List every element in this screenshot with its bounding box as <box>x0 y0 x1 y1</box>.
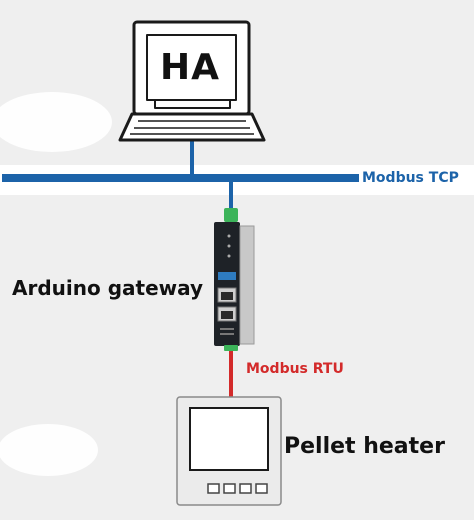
keyboard <box>118 112 266 142</box>
ethernet-port-hole <box>221 311 233 319</box>
status-led <box>227 234 231 238</box>
background-blob-bottom <box>0 424 98 476</box>
monitor-stand <box>154 99 231 109</box>
gateway-side-panel <box>239 225 255 345</box>
ethernet-port-hole <box>221 292 233 300</box>
heater-button <box>239 483 252 494</box>
pellet-heater-label: Pellet heater <box>284 434 445 459</box>
tcp-bus-line <box>2 174 359 182</box>
gateway-top-terminal <box>224 208 238 222</box>
computer-screen-label: HA <box>160 47 220 88</box>
modbus-tcp-label: Modbus TCP <box>362 170 459 186</box>
computer-drop-line <box>190 138 194 176</box>
gateway-drop-line <box>229 182 233 216</box>
gateway-device-icon <box>214 208 255 351</box>
gateway-bottom-terminal <box>224 345 238 351</box>
device-marking <box>220 333 234 335</box>
background-blob-top <box>0 92 112 152</box>
arduino-gateway-label: Arduino gateway <box>12 276 204 300</box>
modbus-rtu-label: Modbus RTU <box>246 361 344 377</box>
device-marking <box>220 328 234 330</box>
gateway-front-panel <box>214 222 240 346</box>
heater-panel-icon <box>176 396 282 506</box>
status-led <box>227 244 231 248</box>
heater-button <box>255 483 268 494</box>
gateway-label-strip <box>218 272 236 280</box>
heater-display <box>189 407 269 471</box>
status-led <box>227 254 231 258</box>
heater-button <box>223 483 236 494</box>
computer-icon <box>118 20 266 142</box>
rtu-link-line <box>229 349 233 397</box>
heater-button <box>207 483 220 494</box>
